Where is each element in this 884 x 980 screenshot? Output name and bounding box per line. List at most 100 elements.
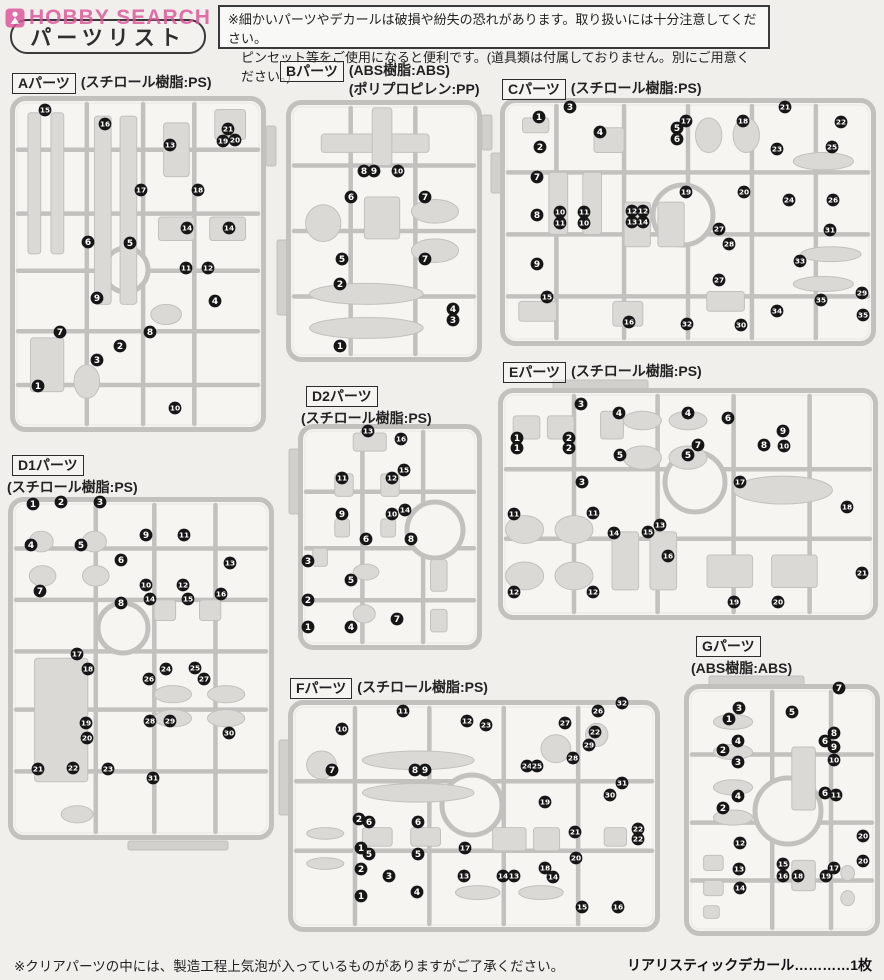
svg-text:25: 25 bbox=[532, 762, 542, 771]
svg-text:1: 1 bbox=[35, 382, 41, 392]
svg-text:11: 11 bbox=[831, 791, 841, 800]
svg-text:7: 7 bbox=[329, 766, 335, 776]
svg-text:14: 14 bbox=[400, 506, 410, 515]
svg-text:17: 17 bbox=[136, 186, 146, 195]
page-title-text: パーツリスト bbox=[30, 26, 186, 50]
svg-text:3: 3 bbox=[579, 478, 585, 488]
svg-text:20: 20 bbox=[82, 734, 92, 743]
svg-text:13: 13 bbox=[363, 427, 373, 436]
handling-notice-box: ※細かいパーツやデカールは破損や紛失の恐れがあります。取り扱いには十分注意してく… bbox=[218, 5, 770, 84]
svg-text:6: 6 bbox=[348, 193, 354, 203]
svg-text:1: 1 bbox=[305, 623, 311, 633]
svg-text:12: 12 bbox=[462, 717, 472, 726]
svg-text:34: 34 bbox=[772, 307, 782, 316]
svg-text:8: 8 bbox=[761, 441, 767, 451]
svg-text:9: 9 bbox=[422, 766, 428, 776]
svg-text:28: 28 bbox=[568, 754, 578, 763]
svg-text:14: 14 bbox=[498, 872, 508, 881]
svg-text:18: 18 bbox=[842, 503, 852, 512]
svg-text:21: 21 bbox=[780, 103, 790, 112]
svg-text:16: 16 bbox=[396, 435, 406, 444]
svg-text:3: 3 bbox=[450, 316, 456, 326]
svg-text:24: 24 bbox=[161, 665, 171, 674]
svg-text:11: 11 bbox=[181, 264, 191, 273]
sprue-a-material: (スチロール樹脂:PS) bbox=[80, 74, 212, 90]
sprue-d1-label-box: D1パーツ bbox=[12, 455, 84, 476]
svg-text:4: 4 bbox=[414, 888, 420, 898]
svg-text:3: 3 bbox=[386, 872, 392, 882]
sprue-b-materials: (ABS樹脂:ABS)(ポリプロピレン:PP) bbox=[349, 61, 480, 99]
svg-text:16: 16 bbox=[778, 872, 788, 881]
svg-text:7: 7 bbox=[394, 615, 400, 625]
svg-text:12: 12 bbox=[178, 581, 188, 590]
svg-text:27: 27 bbox=[199, 675, 209, 684]
svg-text:15: 15 bbox=[40, 106, 50, 115]
svg-text:17: 17 bbox=[735, 478, 745, 487]
svg-text:13: 13 bbox=[734, 865, 744, 874]
svg-text:19: 19 bbox=[729, 598, 739, 607]
svg-text:5: 5 bbox=[339, 255, 345, 265]
svg-text:1: 1 bbox=[514, 444, 520, 454]
svg-text:1: 1 bbox=[358, 892, 364, 902]
sprue-a-label-box: Aパーツ bbox=[12, 73, 76, 94]
svg-text:5: 5 bbox=[366, 850, 372, 860]
svg-text:33: 33 bbox=[795, 257, 805, 266]
svg-text:11: 11 bbox=[579, 208, 589, 217]
svg-text:15: 15 bbox=[542, 293, 552, 302]
svg-text:9: 9 bbox=[143, 531, 149, 541]
sprue-d1-material: (スチロール樹脂:PS) bbox=[7, 479, 138, 495]
sprue-a-label: Aパーツ(スチロール樹脂:PS) bbox=[12, 73, 212, 94]
svg-text:28: 28 bbox=[724, 240, 734, 249]
svg-text:28: 28 bbox=[145, 717, 155, 726]
svg-text:21: 21 bbox=[857, 569, 867, 578]
svg-text:27: 27 bbox=[714, 276, 724, 285]
svg-text:5: 5 bbox=[127, 239, 133, 249]
svg-text:19: 19 bbox=[218, 137, 228, 146]
svg-text:6: 6 bbox=[415, 818, 421, 828]
svg-text:4: 4 bbox=[212, 297, 218, 307]
svg-text:13: 13 bbox=[655, 521, 665, 530]
svg-text:6: 6 bbox=[85, 238, 91, 248]
sprue-c-label: Cパーツ(スチロール樹脂:PS) bbox=[502, 79, 702, 100]
svg-text:16: 16 bbox=[663, 552, 673, 561]
sprue-b-material-2: (ポリプロピレン:PP) bbox=[348, 81, 480, 97]
svg-text:11: 11 bbox=[398, 707, 408, 716]
svg-text:27: 27 bbox=[714, 225, 724, 234]
svg-text:24: 24 bbox=[522, 762, 532, 771]
svg-text:17: 17 bbox=[460, 844, 470, 853]
svg-text:10: 10 bbox=[829, 756, 839, 765]
svg-text:27: 27 bbox=[560, 719, 570, 728]
svg-text:10: 10 bbox=[779, 442, 789, 451]
svg-text:5: 5 bbox=[78, 541, 84, 551]
sprue-f-material: (スチロール樹脂:PS) bbox=[357, 679, 488, 695]
svg-text:29: 29 bbox=[584, 741, 594, 750]
svg-text:2: 2 bbox=[117, 342, 123, 352]
svg-text:17: 17 bbox=[72, 650, 82, 659]
svg-text:14: 14 bbox=[224, 224, 234, 233]
clear-parts-note: ※クリアパーツの中には、製造工程上気泡が入っているものがありますがご了承ください… bbox=[14, 959, 565, 974]
svg-text:8: 8 bbox=[534, 211, 540, 221]
svg-text:15: 15 bbox=[643, 528, 653, 537]
svg-text:20: 20 bbox=[571, 854, 581, 863]
svg-text:2: 2 bbox=[566, 444, 572, 454]
svg-text:2: 2 bbox=[337, 280, 343, 290]
svg-text:2: 2 bbox=[358, 865, 364, 875]
svg-text:22: 22 bbox=[633, 825, 643, 834]
svg-text:9: 9 bbox=[780, 427, 786, 437]
sprue-g-label-box: Gパーツ bbox=[696, 636, 761, 657]
svg-text:12: 12 bbox=[638, 207, 648, 216]
svg-text:5: 5 bbox=[789, 708, 795, 718]
sprue-c-material: (スチロール樹脂:PS) bbox=[570, 80, 702, 96]
svg-text:4: 4 bbox=[616, 409, 622, 419]
svg-text:8: 8 bbox=[361, 167, 367, 177]
svg-text:31: 31 bbox=[148, 774, 158, 783]
svg-text:4: 4 bbox=[450, 305, 456, 315]
sprue-d2-label: D2パーツ(スチロール樹脂:PS) bbox=[301, 386, 432, 428]
svg-text:26: 26 bbox=[593, 707, 603, 716]
svg-text:22: 22 bbox=[590, 728, 600, 737]
svg-text:35: 35 bbox=[816, 296, 826, 305]
